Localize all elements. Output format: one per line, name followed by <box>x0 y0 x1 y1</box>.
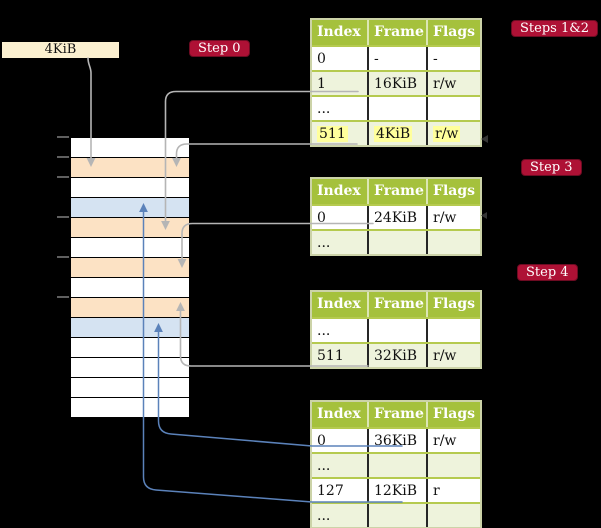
table-cell: 0 <box>317 433 326 449</box>
table-cell: r/w <box>426 206 480 229</box>
table-cell <box>367 231 426 254</box>
table-row: 0 36KiB r/w <box>312 427 480 452</box>
table-cell: 32KiB <box>367 344 426 367</box>
faint-pointer-dashes <box>481 135 488 219</box>
table-cell: 4KiB <box>367 122 426 145</box>
table-cell: r/w <box>426 72 480 95</box>
table-cell: 16KiB <box>367 72 426 95</box>
table-row: ... <box>312 452 480 477</box>
memory-frame-row <box>71 158 189 178</box>
col-header-frame: Frame <box>367 179 426 204</box>
table-cell: ... <box>317 458 331 474</box>
col-header-index: Index <box>317 406 361 422</box>
col-header-flags: Flags <box>426 292 480 317</box>
col-header-flags: Flags <box>426 402 480 427</box>
memory-frame-row <box>71 358 189 378</box>
col-header-index: Index <box>317 296 361 312</box>
table-row: ... <box>312 317 480 342</box>
table-cell: 24KiB <box>367 206 426 229</box>
table-cell: 511 <box>317 126 348 142</box>
table-cell <box>426 231 480 254</box>
memory-frame-row <box>71 298 189 318</box>
table-cell: 36KiB <box>367 429 426 452</box>
memory-frame-row <box>71 318 189 338</box>
table-cell: r/w <box>426 344 480 367</box>
table-cell: 511 <box>317 348 344 364</box>
memory-frame-row <box>71 198 189 218</box>
step-4-label: Step 4 <box>517 264 578 281</box>
table-row: ... <box>312 229 480 254</box>
table-cell: r <box>426 479 480 502</box>
col-header-frame: Frame <box>367 20 426 45</box>
table-cell <box>426 504 480 527</box>
col-header-flags: Flags <box>426 20 480 45</box>
memory-frame-row <box>71 378 189 398</box>
table-cell: 0 <box>317 210 326 226</box>
memory-frame-row <box>71 278 189 298</box>
table-row: 1 16KiB r/w <box>312 70 480 95</box>
table-cell <box>426 454 480 477</box>
table-row: 511 32KiB r/w <box>312 342 480 367</box>
memory-frame-row <box>71 178 189 198</box>
memory-frame-row <box>71 398 189 417</box>
memory-frame-row <box>71 138 189 158</box>
col-header-frame: Frame <box>367 402 426 427</box>
page-table-steps-1-2: Index Frame Flags 0 - - 1 16KiB r/w ... … <box>310 18 482 147</box>
table-cell: - <box>367 47 426 70</box>
col-header-index: Index <box>317 24 361 40</box>
table-row: 127 12KiB r <box>312 477 480 502</box>
table-cell: ... <box>317 323 331 339</box>
col-header-flags: Flags <box>426 179 480 204</box>
table-cell: 0 <box>317 51 326 67</box>
table-cell <box>367 504 426 527</box>
table-cell: 12KiB <box>367 479 426 502</box>
memory-frame-row <box>71 338 189 358</box>
table-cell <box>367 97 426 120</box>
frame-size-label: 4KiB <box>44 42 77 57</box>
page-table-final: Index Frame Flags 0 36KiB r/w ... 127 12… <box>310 400 482 528</box>
physical-memory-column <box>70 137 190 418</box>
table-cell <box>367 454 426 477</box>
table-cell <box>367 319 426 342</box>
memory-frame-row <box>71 218 189 238</box>
table-cell: - <box>426 47 480 70</box>
table-cell: ... <box>317 508 331 524</box>
col-header-frame: Frame <box>367 292 426 317</box>
table-cell: 127 <box>317 483 344 499</box>
table-cell: 1 <box>317 76 326 92</box>
table-cell <box>426 97 480 120</box>
steps-1-2-label: Steps 1&2 <box>511 20 599 37</box>
table-cell: r/w <box>426 122 480 145</box>
table-row-highlighted: 511 4KiB r/w <box>312 120 480 145</box>
table-cell: ... <box>317 235 331 251</box>
table-header-row: Index Frame Flags <box>312 179 480 204</box>
step-0-label: Step 0 <box>189 40 250 57</box>
table-row: ... <box>312 502 480 527</box>
address-tick-marks <box>57 136 69 298</box>
table-header-row: Index Frame Flags <box>312 402 480 427</box>
memory-frame-row <box>71 238 189 258</box>
table-cell: r/w <box>426 429 480 452</box>
frame-size-box: 4KiB <box>2 42 119 58</box>
table-row: 0 24KiB r/w <box>312 204 480 229</box>
page-table-step-3: Index Frame Flags 0 24KiB r/w ... <box>310 177 482 256</box>
table-cell: ... <box>317 101 331 117</box>
table-row: ... <box>312 95 480 120</box>
memory-frame-row <box>71 258 189 278</box>
table-row: 0 - - <box>312 45 480 70</box>
table-cell <box>426 319 480 342</box>
table-header-row: Index Frame Flags <box>312 20 480 45</box>
table-header-row: Index Frame Flags <box>312 292 480 317</box>
step-3-label: Step 3 <box>521 159 582 176</box>
col-header-index: Index <box>317 183 361 199</box>
page-table-step-4: Index Frame Flags ... 511 32KiB r/w <box>310 290 482 369</box>
